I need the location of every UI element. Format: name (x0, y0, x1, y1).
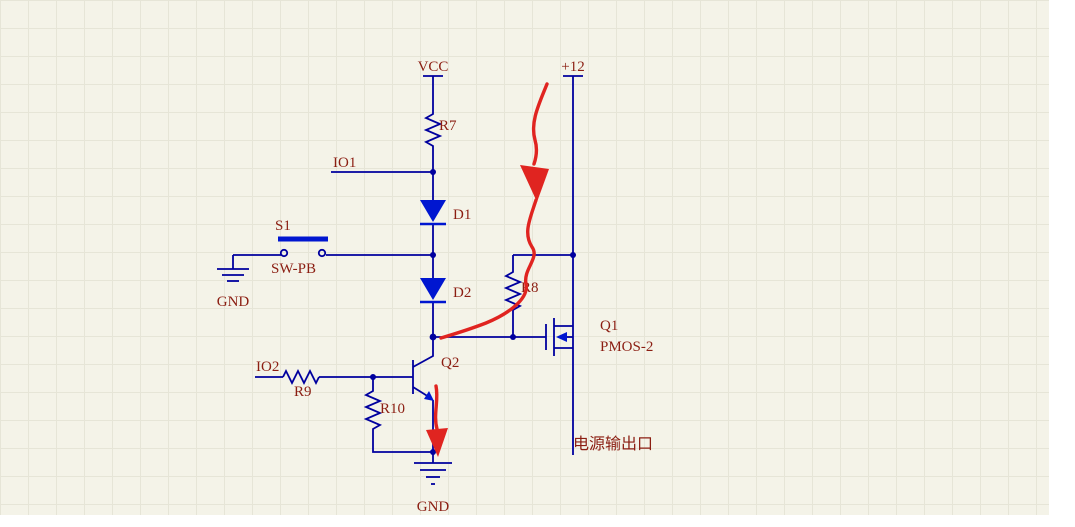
label-vcc: VCC (418, 59, 449, 75)
q2-collector (412, 337, 434, 368)
r10-zigzag (363, 377, 433, 453)
canvas-margin-right (1049, 0, 1075, 527)
diode-d2: D2 (420, 278, 471, 304)
red-annotations (426, 82, 549, 457)
label-pmos2: PMOS-2 (600, 339, 653, 355)
r9-zigzag (282, 368, 320, 386)
junction-dots (370, 169, 576, 455)
q2-emitter-arrow (424, 391, 434, 401)
annotation-arrowhead-1 (520, 165, 549, 202)
label-plus12: +12 (561, 59, 584, 75)
r7-zigzag (423, 110, 443, 152)
power-port-12v: +12 (561, 59, 585, 77)
resistor-r7: R7 (423, 110, 457, 152)
label-q1: Q1 (600, 318, 618, 334)
q1-arrow (556, 332, 567, 342)
s1-contact-left (279, 248, 289, 258)
label-q2: Q2 (441, 355, 459, 371)
junction-io1 (430, 169, 436, 175)
resistor-r10: R10 (363, 377, 433, 453)
label-gnd-bottom: GND (417, 499, 450, 515)
transistor-q2: Q2 (412, 337, 459, 401)
label-r9: R9 (294, 384, 312, 400)
net-label-io1: IO1 (333, 155, 356, 171)
s1-contact-right (317, 248, 327, 258)
canvas-margin-bottom (0, 515, 1075, 527)
label-sw-pb: SW-PB (271, 261, 316, 277)
switch-s1: S1 SW-PB (271, 218, 328, 277)
power-output-label: 电源输出口 (573, 435, 653, 453)
annotation-arrowhead-2 (426, 428, 448, 457)
r8-zigzag (503, 255, 523, 337)
junction-emitter-gnd (430, 449, 436, 455)
junction-r8-top (570, 252, 576, 258)
mosfet-q1: Q1 PMOS-2 (545, 318, 653, 356)
d2-triangle (420, 278, 446, 300)
label-gnd-left: GND (217, 294, 250, 310)
junction-r10-top (370, 374, 376, 380)
junction-r8-bottom (510, 334, 516, 340)
junction-switch (430, 252, 436, 258)
label-r7: R7 (439, 118, 457, 134)
net-label-io2: IO2 (256, 359, 279, 375)
label-d2: D2 (453, 285, 471, 301)
ground-bottom: GND (414, 452, 452, 515)
resistor-r9: R9 (282, 368, 320, 400)
label-r10: R10 (380, 401, 405, 417)
annotation-curve-top (531, 82, 549, 166)
label-s1: S1 (275, 218, 291, 234)
ground-left: GND (217, 255, 250, 310)
annotation-curve-mid (439, 198, 538, 340)
power-port-vcc: VCC (418, 59, 449, 77)
diode-d1: D1 (420, 200, 471, 226)
junction-node (429, 333, 437, 341)
label-d1: D1 (453, 207, 471, 223)
annotation-curve-emitter (433, 384, 439, 431)
d1-triangle (420, 200, 446, 222)
